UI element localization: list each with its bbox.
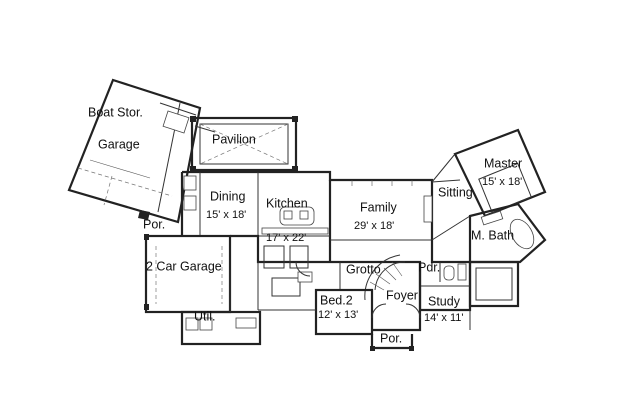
room-label-dining: Dining bbox=[210, 189, 245, 203]
room-label-porch-front: Por. bbox=[380, 331, 402, 345]
room-labels: Boat Stor. Garage Pavilion Dining 15' x … bbox=[88, 105, 522, 345]
main-walls bbox=[180, 170, 434, 262]
room-size-dining: 15' x 18' bbox=[206, 209, 246, 221]
room-size-bedroom-2: 12' x 13' bbox=[318, 309, 358, 321]
room-label-porch-side: Por. bbox=[143, 217, 165, 231]
room-label-study: Study bbox=[428, 294, 461, 308]
room-label-garage: Garage bbox=[98, 137, 140, 151]
room-label-master: Master bbox=[484, 156, 522, 170]
room-label-foyer: Foyer bbox=[386, 288, 418, 302]
room-size-master: 15' x 18' bbox=[482, 176, 522, 188]
room-size-kitchen: 17' x 22' bbox=[266, 232, 306, 244]
room-label-boat-storage: Boat Stor. bbox=[88, 105, 143, 119]
pavilion-outline bbox=[190, 116, 298, 172]
room-label-master-bath: M. Bath bbox=[471, 228, 514, 242]
room-label-two-car-garage: 2 Car Garage bbox=[146, 259, 222, 273]
room-label-bedroom-2: Bed.2 bbox=[320, 293, 353, 307]
room-label-pavilion: Pavilion bbox=[212, 132, 256, 146]
study-wing bbox=[418, 240, 520, 330]
room-label-utility: Util. bbox=[194, 309, 216, 323]
room-label-kitchen: Kitchen bbox=[266, 196, 308, 210]
central-walls bbox=[314, 254, 422, 351]
room-size-study: 14' x 11' bbox=[424, 312, 463, 324]
room-label-powder: Pdr. bbox=[418, 260, 440, 274]
room-label-family: Family bbox=[360, 200, 398, 214]
room-label-grotto: Grotto bbox=[346, 262, 381, 276]
room-size-family: 29' x 18' bbox=[354, 220, 394, 232]
room-label-sitting: Sitting bbox=[438, 185, 473, 199]
two-car-garage-walls bbox=[144, 234, 330, 346]
garage-wing bbox=[67, 78, 216, 224]
master-wing bbox=[431, 128, 547, 264]
